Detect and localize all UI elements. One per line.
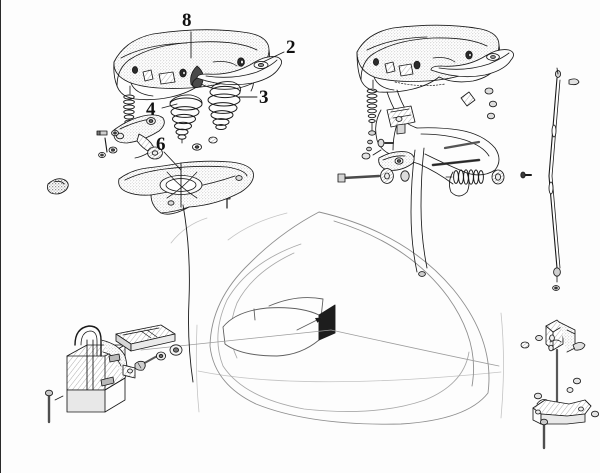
conical-spring-left (169, 94, 203, 144)
adjuster-mechanism (378, 105, 416, 171)
seat-trim-strip-right (394, 49, 514, 86)
release-handle-lever (396, 123, 481, 167)
callout-label-8: 8 (182, 10, 192, 31)
callout-label-3: 3 (259, 87, 269, 108)
washer (111, 129, 119, 137)
battery-box-bracket (54, 325, 136, 413)
screw (134, 354, 160, 371)
control-cable-rod (548, 67, 580, 291)
vertical-coil-spring-right (366, 79, 378, 152)
callout-label-2: 2 (286, 37, 296, 58)
leader-2 (262, 51, 285, 63)
bolt (96, 130, 108, 136)
mounting-bolt (44, 389, 54, 424)
bushing-stack (491, 169, 532, 185)
conical-spring-right (207, 81, 242, 130)
cable-eyelet (552, 285, 560, 291)
bushing (134, 146, 163, 160)
callout-label-4: 4 (146, 99, 156, 120)
battery-hold-plate (115, 324, 176, 352)
seat-frame-bracket (118, 146, 254, 383)
latch-bracket (545, 319, 576, 353)
callout-label-6: 6 (156, 134, 166, 155)
pivot-link-arm (113, 114, 165, 153)
washer (169, 344, 183, 356)
coil-spring-horizontal (445, 169, 484, 185)
body-seam-lines (140, 329, 500, 367)
callout-leaders (161, 31, 285, 171)
rod-link (361, 87, 498, 160)
lock-washer (155, 351, 167, 361)
long-bolt (337, 168, 410, 184)
leader-6 (163, 151, 182, 171)
latch-hardware (520, 334, 600, 450)
seat-cushion-left (113, 29, 271, 101)
cable-clevis (553, 267, 561, 283)
leader-4 (161, 103, 178, 109)
seat-cushion-right (356, 24, 501, 93)
cable-clip (568, 78, 580, 86)
nut (108, 146, 118, 154)
rear-fender-outline (209, 211, 490, 425)
inner-panel-cutout (222, 297, 336, 357)
seat-trim-strip (192, 56, 282, 87)
vehicle-body-ghost (170, 212, 504, 419)
cable-end (47, 178, 69, 195)
latch-base-plate (532, 399, 592, 425)
